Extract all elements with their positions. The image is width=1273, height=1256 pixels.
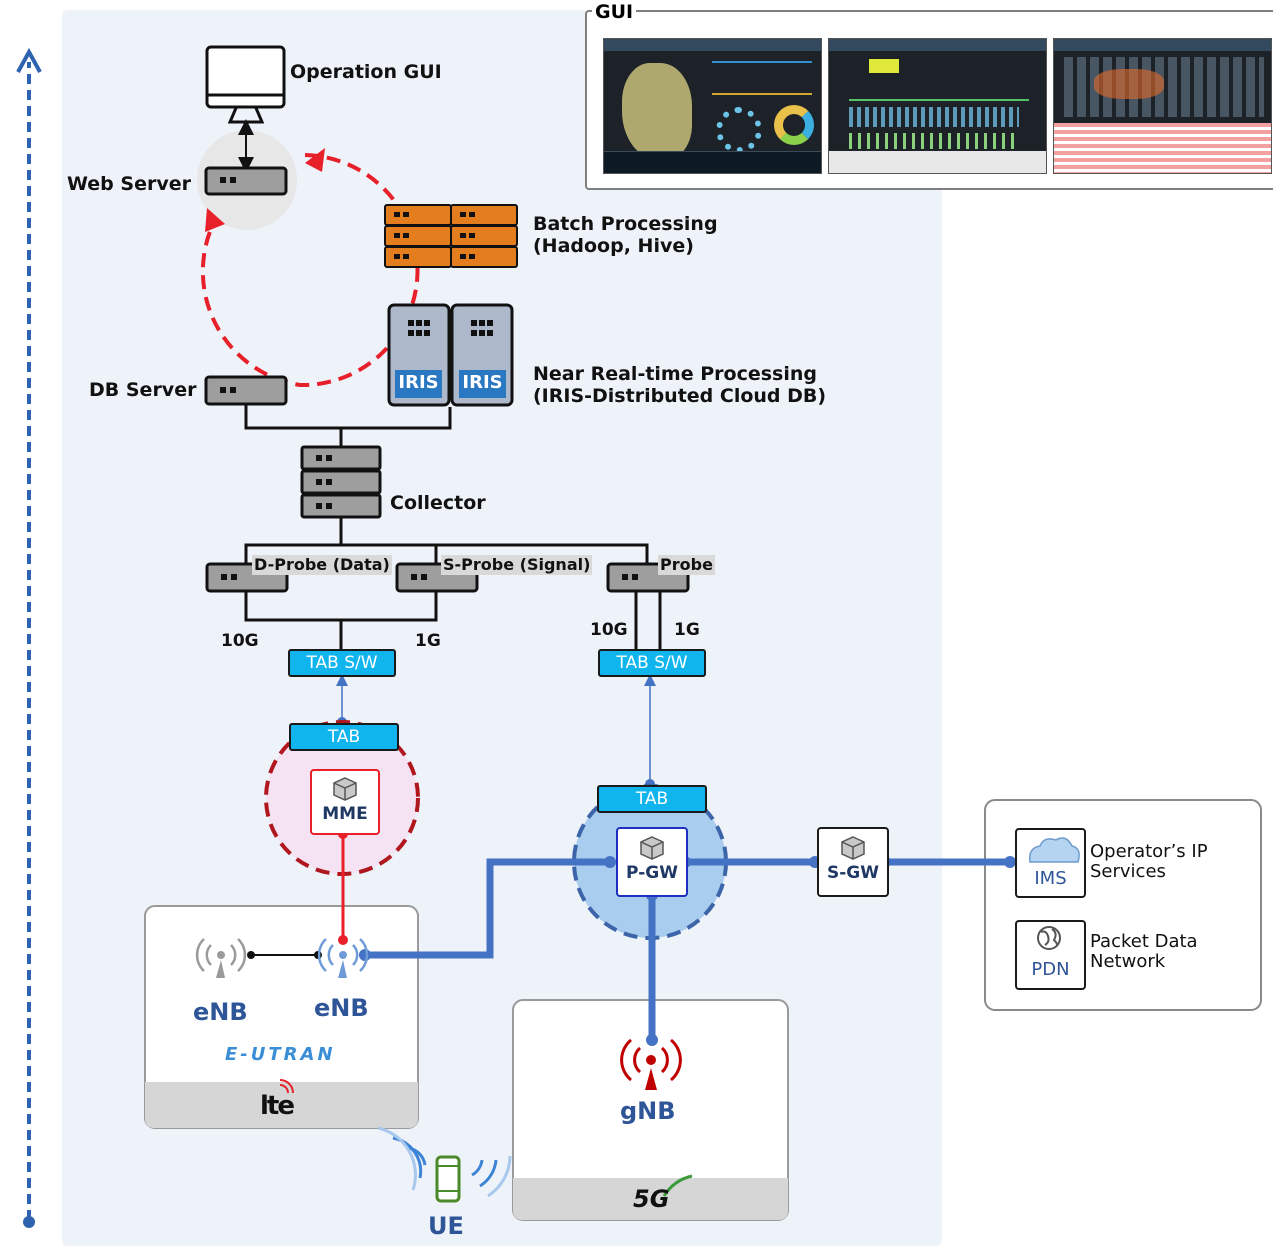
web-server-label: Web Server [67,173,191,195]
d-probe-label: D-Probe (Data) [252,555,392,575]
iris-label-1: IRIS [398,372,439,393]
smartphone-icon [435,1155,461,1203]
timeline-arrow [16,47,42,1228]
probe-tabsw-links [244,591,662,650]
link-10g-left: 10G [221,631,259,651]
ims-node [1015,828,1086,898]
pdn-description: Packet Data Network [1090,931,1198,972]
db-server-label: DB Server [89,379,197,401]
cube-icon [841,836,865,860]
tab-right: TAB [597,785,707,813]
enb-label-left: eNB [193,998,248,1026]
gnb-label: gNB [620,1097,676,1125]
probe-label: Probe [658,555,715,575]
backbone-links [361,858,1014,1044]
s-probe-label: S-Probe (Signal) [441,555,593,575]
collector-label: Collector [390,492,486,514]
near-realtime-label: Near Real-time Processing (IRIS-Distribu… [533,363,827,407]
5g-swoosh-icon [662,1174,693,1197]
antenna-icon [195,938,247,978]
gui-screenshot-map [603,38,822,174]
sgw-label: S-GW [826,863,879,883]
pgw-node: P-GW [616,827,688,897]
processing-loop [200,153,420,388]
collector-probe-links [244,517,649,563]
db-server-icon [204,375,288,406]
link-10g-right: 10G [590,620,628,640]
tab-left: TAB [289,723,399,751]
batch-processing-label: Batch Processing (Hadoop, Hive) [533,213,718,257]
gui-screenshot-grid [1053,38,1272,174]
gui-screenshot-dashboard [828,38,1047,174]
cube-icon [333,777,357,801]
link-1g-left: 1G [415,631,441,651]
mme-label: MME [322,804,368,824]
operation-gui-label: Operation GUI [290,61,442,83]
pdn-node [1015,920,1086,990]
iris-servers-icon [387,303,514,407]
collector-icon [300,445,382,519]
loop-arrow-head-left [205,208,225,232]
ims-description: Operator’s IP Services [1090,841,1208,882]
link-1g-right: 1G [674,620,700,640]
gui-panel-title: GUI [592,2,637,22]
antenna-icon [620,1038,682,1090]
5g-logo: 5G [633,1185,670,1213]
batch-servers-icon [384,204,518,268]
globe-icon [1037,926,1061,950]
eutran-label: E-UTRAN [225,1044,336,1065]
pgw-label: P-GW [626,863,678,883]
ue-label: UE [428,1212,464,1240]
tab-switch-left: TAB S/W [288,649,396,677]
monitor-icon [205,45,286,124]
db-collector-links [244,404,452,447]
sgw-node: S-GW [817,827,889,897]
enb-label-right: eNB [314,994,369,1022]
pdn-label: PDN [1031,959,1070,980]
ims-label: IMS [1034,868,1067,889]
web-server-icon [204,166,288,196]
iris-label-2: IRIS [462,372,503,393]
ue-signal-waves [377,1126,512,1198]
loop-arrow-head-top [305,148,325,172]
antenna-icon [317,938,369,978]
cube-icon [640,836,664,860]
eutran-box [144,905,419,1129]
lte-logo: lte [260,1091,295,1121]
cloud-icon [1028,837,1080,863]
mme-node: MME [310,769,380,835]
tab-switch-right: TAB S/W [598,649,706,677]
lte-signal-icon [279,1079,294,1094]
